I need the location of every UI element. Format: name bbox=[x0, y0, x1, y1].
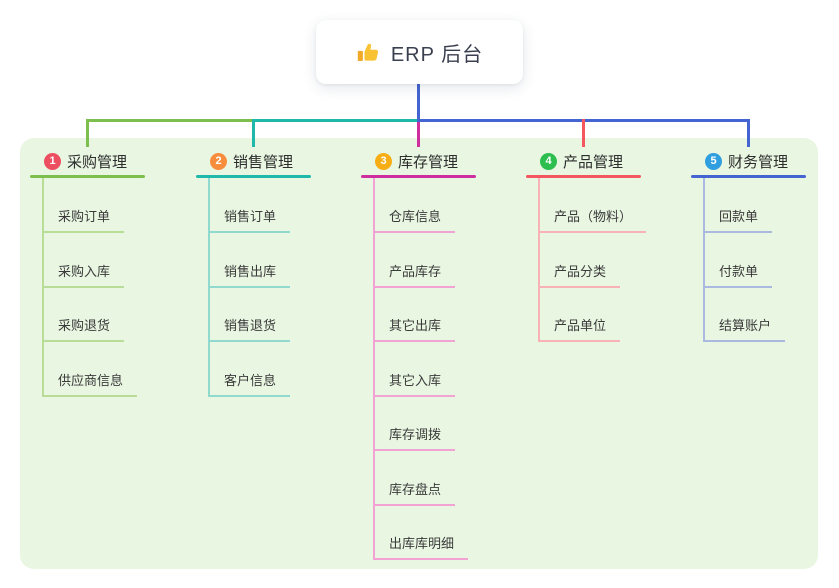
child-label: 销售退货 bbox=[224, 318, 277, 333]
child-label: 采购入库 bbox=[58, 263, 111, 279]
child-label: 结算账户 bbox=[719, 318, 772, 333]
branch-1-child-1[interactable]: 采购订单 bbox=[42, 206, 125, 233]
branch-5-node[interactable]: 5 财务管理 bbox=[705, 151, 788, 171]
child-label: 出库库明细 bbox=[389, 536, 455, 551]
branch-2-drop-line bbox=[251, 119, 255, 147]
branch-4-child-3[interactable]: 产品单位 bbox=[538, 315, 621, 342]
branch-4-spine bbox=[538, 178, 540, 341]
branch-2-child-4[interactable]: 客户信息 bbox=[208, 370, 291, 397]
branch-1-title: 采购管理 bbox=[67, 153, 128, 171]
branch-1-index: 1 bbox=[49, 154, 56, 167]
branch-1-child-4[interactable]: 供应商信息 bbox=[42, 370, 138, 397]
branch-1-index-badge: 1 bbox=[44, 152, 61, 170]
child-label: 采购退货 bbox=[58, 318, 111, 333]
child-label: 库存调拨 bbox=[389, 427, 442, 442]
branch-2-child-1[interactable]: 销售订单 bbox=[208, 206, 291, 233]
branch-4-index-badge: 4 bbox=[540, 152, 557, 170]
branch-3-underline bbox=[361, 175, 476, 178]
root-node[interactable]: ERP 后台 bbox=[316, 20, 523, 84]
branch-2-title: 销售管理 bbox=[233, 153, 294, 171]
branch-3-drop-line bbox=[416, 122, 420, 147]
branch-5-drop-line bbox=[746, 119, 750, 147]
child-label: 产品库存 bbox=[389, 263, 442, 279]
branch-3-child-7[interactable]: 出库库明细 bbox=[373, 533, 469, 560]
branch-1-child-2[interactable]: 采购入库 bbox=[42, 261, 125, 288]
branch-5-index: 5 bbox=[710, 154, 717, 167]
branch-4-title: 产品管理 bbox=[563, 153, 624, 171]
branch-2-child-2[interactable]: 销售出库 bbox=[208, 261, 291, 288]
branch-3-child-2[interactable]: 产品库存 bbox=[373, 261, 456, 288]
branch-3-node[interactable]: 3 库存管理 bbox=[375, 151, 458, 171]
branch-5-title: 财务管理 bbox=[728, 153, 789, 171]
branch-4-index: 4 bbox=[545, 154, 552, 167]
branch-2-node[interactable]: 2 销售管理 bbox=[210, 151, 293, 171]
child-label: 产品单位 bbox=[554, 318, 607, 333]
branch-3-child-6[interactable]: 库存盘点 bbox=[373, 479, 456, 506]
child-label: 产品分类 bbox=[554, 263, 607, 279]
child-label: 其它入库 bbox=[389, 372, 442, 388]
branch-3-title: 库存管理 bbox=[398, 153, 459, 171]
child-label: 其它出库 bbox=[389, 318, 442, 333]
branch-4-drop-line bbox=[581, 119, 585, 147]
child-label: 客户信息 bbox=[224, 372, 277, 388]
branch-5-child-2[interactable]: 付款单 bbox=[703, 261, 773, 288]
branch-1-drop-line bbox=[85, 119, 89, 147]
trunk-line bbox=[416, 84, 420, 122]
branch-5-index-badge: 5 bbox=[705, 152, 722, 170]
child-label: 产品（物料） bbox=[554, 209, 633, 224]
child-label: 供应商信息 bbox=[58, 372, 124, 388]
branch-3-child-4[interactable]: 其它入库 bbox=[373, 370, 456, 397]
branch-3-child-3[interactable]: 其它出库 bbox=[373, 315, 456, 342]
branch-4-underline bbox=[526, 175, 641, 178]
branch-3-child-5[interactable]: 库存调拨 bbox=[373, 424, 456, 451]
branch-3-index: 3 bbox=[380, 154, 387, 167]
bus-segment-1 bbox=[85, 119, 255, 122]
branch-3-child-1[interactable]: 仓库信息 bbox=[373, 206, 456, 233]
child-label: 销售订单 bbox=[224, 209, 277, 224]
child-label: 仓库信息 bbox=[389, 209, 442, 224]
branch-5-underline bbox=[691, 175, 806, 178]
branch-5-spine bbox=[703, 178, 705, 341]
child-label: 付款单 bbox=[719, 263, 759, 279]
branch-4-node[interactable]: 4 产品管理 bbox=[540, 151, 623, 171]
branch-3-spine bbox=[373, 178, 375, 559]
branch-2-index: 2 bbox=[215, 154, 222, 167]
branch-2-child-3[interactable]: 销售退货 bbox=[208, 315, 291, 342]
branch-4-child-2[interactable]: 产品分类 bbox=[538, 261, 621, 288]
branch-3-index-badge: 3 bbox=[375, 152, 392, 170]
child-label: 销售出库 bbox=[224, 263, 277, 279]
root-title: ERP 后台 bbox=[390, 43, 484, 66]
branch-4-child-1[interactable]: 产品（物料） bbox=[538, 206, 647, 233]
branches-panel bbox=[20, 138, 818, 569]
child-label: 采购订单 bbox=[58, 209, 111, 224]
child-label: 库存盘点 bbox=[389, 481, 442, 497]
branch-1-node[interactable]: 1 采购管理 bbox=[44, 151, 127, 171]
branch-2-underline bbox=[196, 175, 311, 178]
branch-5-child-3[interactable]: 结算账户 bbox=[703, 315, 786, 342]
branch-2-index-badge: 2 bbox=[210, 152, 227, 170]
branch-1-child-3[interactable]: 采购退货 bbox=[42, 315, 125, 342]
branch-5-child-1[interactable]: 回款单 bbox=[703, 206, 773, 233]
branch-1-underline bbox=[30, 175, 145, 178]
child-label: 回款单 bbox=[719, 209, 759, 224]
thumbs-up-icon bbox=[356, 40, 381, 65]
bus-segment-2 bbox=[251, 119, 420, 122]
